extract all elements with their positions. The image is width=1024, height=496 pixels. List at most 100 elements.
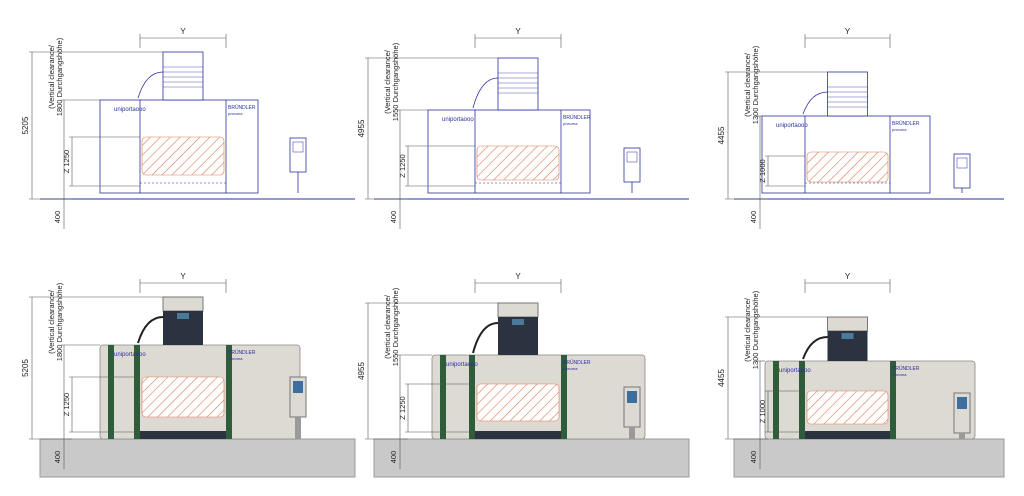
green-strip-left [440, 355, 446, 439]
brand-right-logo-sub: pneuma [892, 127, 907, 132]
dimension-lines [725, 279, 891, 469]
spindle-head [827, 71, 868, 117]
panel-stand [295, 417, 301, 439]
clearance-label-2: 1800 Durchgangshöhe) [55, 282, 64, 361]
dimension-lines [29, 34, 227, 229]
green-strip-left [773, 361, 779, 439]
brand-right-logo-sub: pneuma [892, 372, 907, 377]
total-height-label: 5205 [21, 359, 30, 377]
panel-screen-icon [293, 381, 303, 393]
cable-hose [472, 77, 499, 109]
brand-right-logo: BRÜNDLER [892, 365, 920, 372]
green-strip-mid-left [799, 361, 805, 439]
work-area-hatch [141, 376, 225, 418]
z-label: Z 1250 [62, 150, 71, 173]
head-badge-icon [512, 319, 524, 325]
base-height-label: 400 [53, 211, 62, 224]
clearance-label-1: (Vertical clearance/ [743, 297, 752, 362]
brand-left-logo: uniportaooo [114, 107, 146, 113]
spindle-head-top [497, 302, 539, 318]
brand-left-logo: uniportaooo [442, 117, 474, 123]
brand-right-logo-sub: pneuma [228, 111, 243, 116]
machine-table [475, 431, 561, 439]
z-label: Z 1000 [758, 159, 767, 182]
z-label: Z 1250 [398, 154, 407, 177]
base-height-label: 400 [389, 211, 398, 224]
ground-slab [733, 438, 1005, 478]
total-height-label: 4455 [717, 126, 726, 144]
brand-left-logo: uniportaooo [114, 352, 146, 358]
clearance-label-1: (Vertical clearance/ [383, 49, 392, 114]
brand-left-logo: uniportaooo [446, 362, 478, 368]
control-panel [289, 137, 307, 173]
y-label: Y [845, 272, 851, 281]
control-panel [953, 153, 971, 189]
y-label: Y [515, 27, 521, 36]
total-height-label: 5205 [21, 116, 30, 134]
brand-right-logo: BRÜNDLER [228, 349, 256, 356]
brand-right-logo: BRÜNDLER [228, 104, 256, 111]
work-area-hatch [141, 136, 225, 176]
panel-stand [629, 427, 635, 439]
brand-right-logo: BRÜNDLER [563, 359, 591, 366]
clearance-label-2: 1800 Durchgangshöhe) [55, 37, 64, 116]
total-height-label: 4955 [357, 362, 366, 380]
base-height-label: 400 [749, 211, 758, 224]
y-label: Y [180, 27, 186, 36]
brand-right-logo-sub: pneuma [228, 356, 243, 361]
brand-right-logo-sub: pneuma [563, 366, 578, 371]
base-height-label: 400 [53, 451, 62, 464]
green-strip-mid-left [469, 355, 475, 439]
dimension-lines [725, 34, 891, 229]
panel-screen-icon [957, 397, 967, 409]
clearance-label-1: (Vertical clearance/ [383, 294, 392, 359]
brand-left-logo: uniportaooo [779, 368, 811, 374]
y-label: Y [845, 27, 851, 36]
base-height-label: 400 [749, 451, 758, 464]
clearance-label-2: 1550 Durchgangshöhe) [391, 42, 400, 121]
machine-table [805, 431, 890, 439]
spindle-head [162, 51, 204, 101]
dimension-lines [365, 34, 562, 229]
spindle-head [497, 57, 539, 111]
work-area-hatch [476, 145, 560, 181]
z-label: Z 1250 [398, 396, 407, 419]
clearance-label-1: (Vertical clearance/ [743, 52, 752, 117]
base-height-label: 400 [389, 451, 398, 464]
head-badge-icon [841, 333, 854, 339]
y-label: Y [515, 272, 521, 281]
work-area-hatch [476, 383, 560, 422]
y-label: Y [180, 272, 186, 281]
total-height-label: 4955 [357, 119, 366, 137]
panel-stand [959, 433, 965, 439]
green-strip-mid-left [134, 345, 140, 439]
spindle-head-top [162, 296, 204, 312]
clearance-label-1: (Vertical clearance/ [47, 289, 56, 354]
dimension-lines [365, 279, 562, 469]
work-area-hatch [806, 390, 889, 425]
z-label: Z 1000 [758, 400, 767, 423]
control-panel [623, 147, 641, 183]
z-label: Z 1250 [62, 393, 71, 416]
dimension-lines [29, 279, 227, 469]
brand-left-logo: uniportaooo [776, 123, 808, 129]
clearance-label-2: 1300 Durchgangshöhe) [751, 45, 760, 124]
cable-hose [802, 91, 828, 115]
total-height-label: 4455 [717, 369, 726, 387]
clearance-label-1: (Vertical clearance/ [47, 44, 56, 109]
cable-hose [137, 71, 164, 99]
green-strip-mid-right [226, 345, 232, 439]
clearance-label-2: 1300 Durchgangshöhe) [751, 290, 760, 369]
panel-screen-icon [956, 157, 968, 169]
spindle-head-top [827, 316, 868, 332]
brand-right-logo: BRÜNDLER [563, 114, 591, 121]
green-strip-mid-right [890, 361, 896, 439]
brand-right-logo: BRÜNDLER [892, 120, 920, 127]
